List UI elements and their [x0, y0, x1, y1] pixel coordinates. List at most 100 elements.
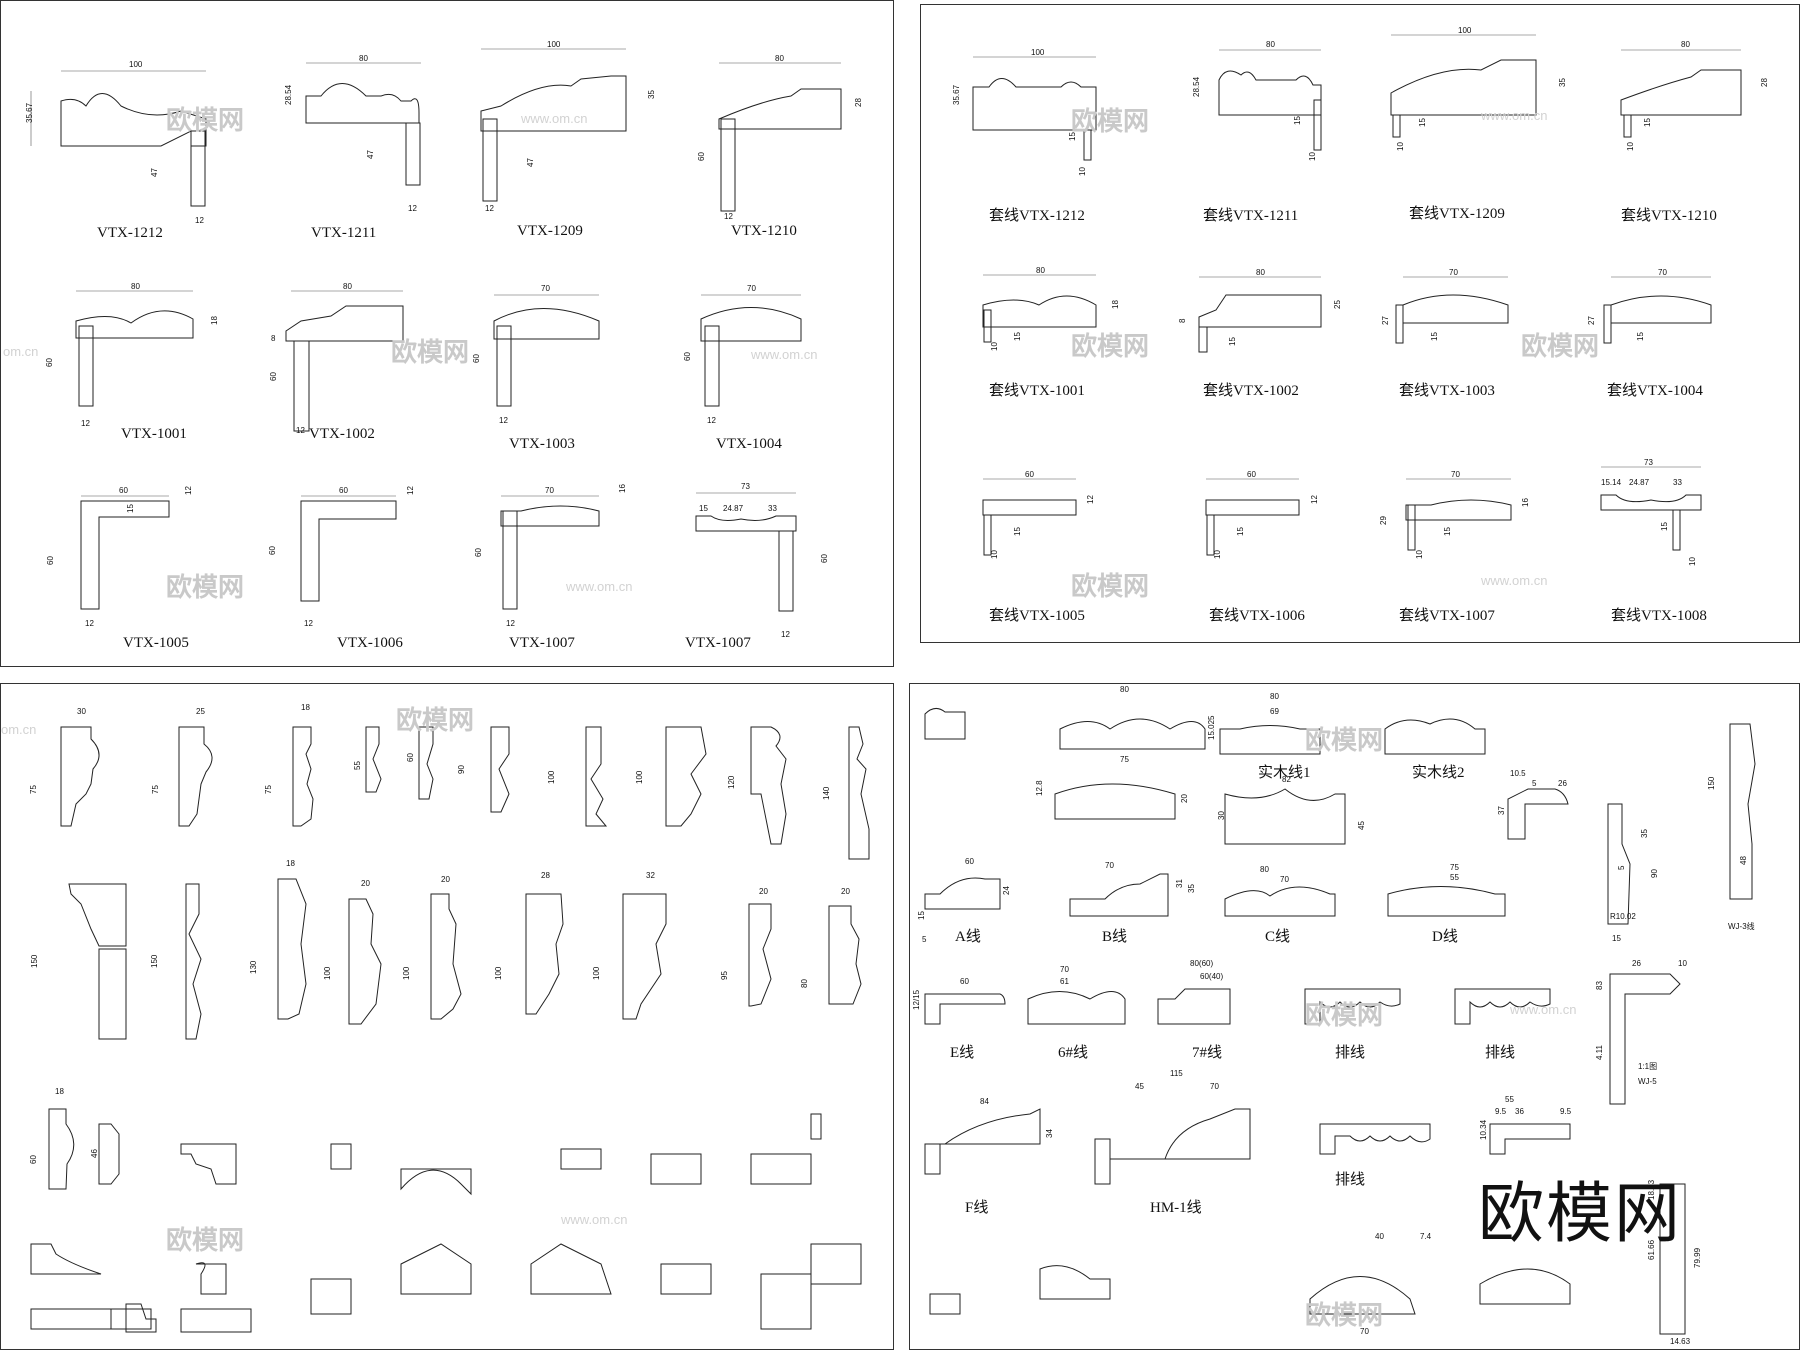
- profile-vtx-1003: 70 60 12 VTX-1003: [472, 284, 600, 452]
- molding-10: 140: [822, 726, 870, 860]
- dim-text: 12: [1310, 495, 1319, 504]
- dim-text: 18: [286, 859, 295, 868]
- brand-logo-text: 欧模网: [1478, 1175, 1682, 1252]
- profile-vtx-1001: 80 18 60 12 VTX-1001: [45, 282, 219, 442]
- caption-vtx-1005: VTX-1005: [123, 635, 189, 651]
- dim-text: 15: [1443, 527, 1452, 536]
- caption-vtx-1209: VTX-1209: [517, 223, 583, 239]
- dim-text: 12: [485, 204, 494, 213]
- label-paixian-2: 排线: [1485, 1044, 1515, 1061]
- profile-6-line: 70 61 6#线: [1027, 965, 1126, 1061]
- dim-text: 60: [46, 556, 55, 565]
- profile-b-line: 70 31 35 B线: [1069, 861, 1196, 945]
- profile-top-80: 80 15.02 5: [1059, 685, 1216, 750]
- dim-text: 14.63: [1670, 1337, 1691, 1346]
- dim-text: 18: [301, 703, 310, 712]
- dim-text: 75: [29, 785, 38, 794]
- dim-text: 15: [1643, 118, 1652, 127]
- dim-text: 35: [1558, 78, 1567, 87]
- dim-text: 12: [781, 630, 790, 639]
- watermark: 欧模网: [1071, 571, 1149, 602]
- dim-text: 100: [323, 966, 332, 980]
- dim-text: 60: [683, 352, 692, 361]
- molding-21: 46: [90, 1123, 120, 1185]
- dim-text: 12: [184, 486, 193, 495]
- dim-text: 20: [841, 887, 850, 896]
- molding-14: 20 100: [323, 879, 382, 1025]
- profile-vtx-1211: 80 28.54 47 12 VTX-1211: [284, 54, 421, 241]
- dim-text: 73: [741, 482, 750, 491]
- molding-6: 90: [457, 726, 510, 813]
- caption-tx-1210: 套线VTX-1210: [1621, 207, 1717, 224]
- dim-text: 48: [1739, 856, 1748, 865]
- caption-tx-1003: 套线VTX-1003: [1399, 382, 1495, 399]
- profile-tx-1212: 100 35.67 15 10 套线VTX-1212: [952, 48, 1097, 224]
- molding-2: 25 75: [151, 707, 213, 827]
- dim-text: 10: [1213, 550, 1222, 559]
- watermark: 欧模网: [1305, 1300, 1383, 1331]
- dim-text: 12: [195, 216, 204, 225]
- watermark: 欧模网: [1071, 331, 1149, 362]
- dim-text: 28: [1760, 78, 1769, 87]
- profile-tx-1006: 60 12 15 10 套线VTX-1006: [1205, 470, 1319, 624]
- molding-20: 18 60: [29, 1087, 75, 1190]
- dim-text: 100: [592, 966, 601, 980]
- dim-text: 12: [406, 486, 415, 495]
- dim-text: 69: [1270, 707, 1279, 716]
- dim-text: 20: [759, 887, 768, 896]
- dim-text: 8: [271, 334, 276, 343]
- dim-text: 12: [1086, 495, 1095, 504]
- dim-text: 150: [30, 954, 39, 968]
- dim-text: 15: [126, 504, 135, 513]
- dim-text: 24.87: [723, 504, 744, 513]
- dim-text: 60: [1247, 470, 1256, 479]
- molding-7: 100: [547, 726, 608, 827]
- profile-paixian-2: 排线: [1454, 988, 1551, 1061]
- dim-text: 80(60): [1190, 959, 1213, 968]
- watermark: 欧模网: [1305, 1000, 1383, 1031]
- caption-vtx-1002: VTX-1002: [309, 426, 375, 442]
- label-d-line: D线: [1432, 928, 1458, 945]
- dim-text: 80: [1260, 865, 1269, 874]
- dim-text: 70: [1658, 268, 1667, 277]
- watermark-url: www.om.cn: [1480, 108, 1547, 123]
- panel-bl-drawing: 30 75 25 75 18 75 55 60 90 100: [1, 703, 870, 1333]
- dim-text: 12: [296, 426, 305, 435]
- dim-text: 130: [249, 960, 258, 974]
- label-6-line: 6#线: [1058, 1044, 1088, 1061]
- watermark: 欧模网: [166, 105, 244, 136]
- dim-text: 12.8: [1035, 780, 1044, 796]
- label-paixian-3: 排线: [1335, 1171, 1365, 1188]
- profile-tx-1211: 80 28.54 15 10 套线VTX-1211: [1192, 40, 1322, 224]
- profile-vtx-1007: 70 16 60 12 VTX-1007: [474, 484, 627, 651]
- dim-text: 80: [1266, 40, 1275, 49]
- watermark: 欧模网: [396, 705, 474, 736]
- dim-text: 75: [1450, 863, 1459, 872]
- dim-text: 5: [1617, 865, 1626, 870]
- dim-text: 70: [1105, 861, 1114, 870]
- dim-text: 33: [1673, 478, 1682, 487]
- dim-text: 70: [1210, 1082, 1219, 1091]
- watermark: 欧模网: [391, 337, 469, 368]
- dim-text: 8: [1178, 318, 1187, 323]
- dim-text: 150: [1707, 776, 1716, 790]
- molding-13: 18 130: [249, 859, 307, 1020]
- dim-text: 55: [353, 761, 362, 770]
- watermark: 欧模网: [166, 572, 244, 603]
- dim-text: 12: [304, 619, 313, 628]
- dim-text: 15: [1236, 527, 1245, 536]
- dim-text: 70: [1360, 1327, 1369, 1336]
- dim-text: 10: [1396, 142, 1405, 151]
- dim-text: 12: [499, 416, 508, 425]
- caption-tx-1004: 套线VTX-1004: [1607, 382, 1703, 399]
- caption-vtx-1001: VTX-1001: [121, 426, 187, 442]
- panel-vertical-moldings: 30 75 25 75 18 75 55 60 90 100: [0, 683, 894, 1350]
- dim-text: 7.4: [1420, 1232, 1432, 1241]
- dim-text: 18.33: [1647, 1179, 1656, 1200]
- label-f-line: F线: [965, 1199, 988, 1216]
- label-7-line: 7#线: [1192, 1044, 1222, 1061]
- caption-vtx-1211: VTX-1211: [311, 225, 376, 241]
- label-shimuxian-2: 实木线2: [1412, 764, 1465, 781]
- molding-19: 20 80: [800, 887, 862, 1005]
- profile-tx-1007: 70 16 29 15 10 套线VTX-1007: [1379, 470, 1530, 624]
